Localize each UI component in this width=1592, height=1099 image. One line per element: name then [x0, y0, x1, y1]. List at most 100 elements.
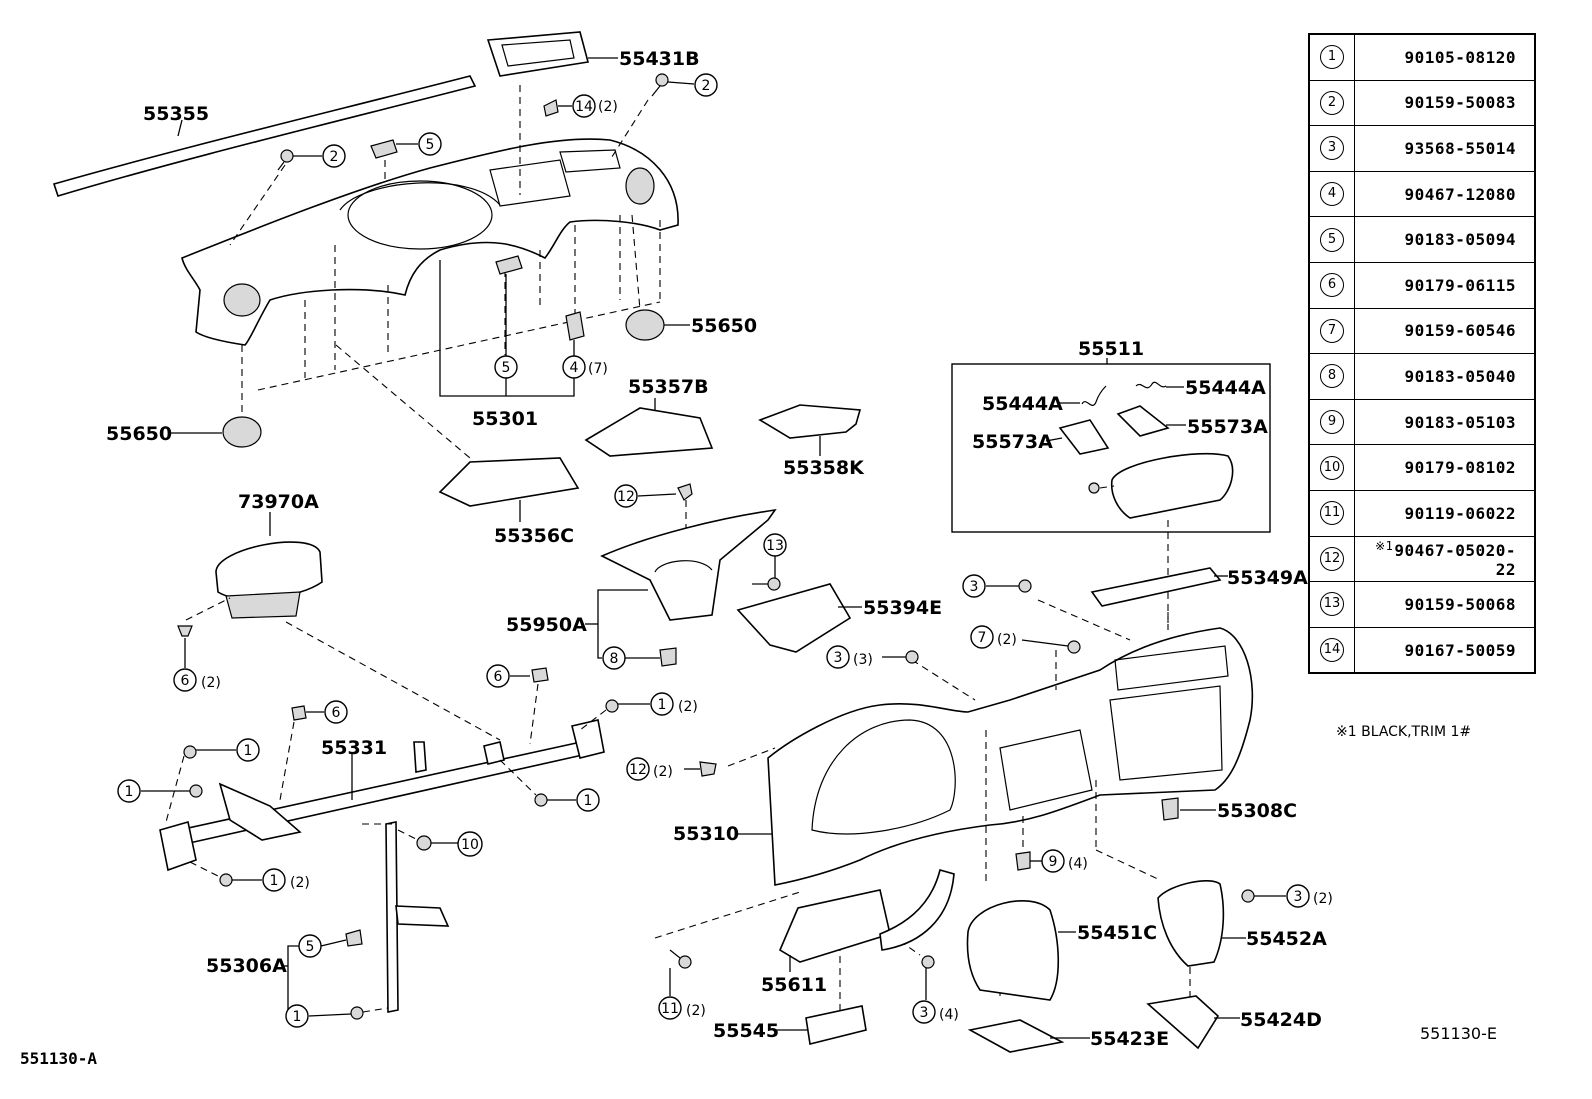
callout-55356C: 55356C — [494, 525, 574, 547]
ref-circle-3-c: 3 — [1294, 889, 1303, 905]
clip-4 — [565, 311, 585, 356]
part-55394E — [736, 583, 862, 653]
ref-circle-7: 7 — [978, 630, 987, 646]
bolt-1-b — [165, 745, 236, 823]
parts-table-number-cell: 9 — [1308, 398, 1355, 446]
ref-circle-8: 8 — [610, 651, 619, 667]
parts-table-number: 6 — [1320, 273, 1344, 298]
parts-table-part-number: 90179-06115 — [1404, 275, 1516, 295]
qty-3-d: (4) — [939, 1007, 959, 1023]
parts-table-number: 2 — [1320, 90, 1344, 115]
callout-55650-right: 55650 — [691, 315, 757, 337]
callout-55310: 55310 — [673, 823, 739, 845]
hinge-55573A-left — [1045, 419, 1110, 455]
hinge-55573A-right — [1116, 405, 1186, 437]
part-55349A — [1090, 567, 1228, 607]
parts-table-part-number: 90159-60546 — [1404, 321, 1516, 341]
bracket-55306A — [287, 945, 300, 1016]
part-73970A — [215, 512, 323, 619]
ref-circle-1-b: 1 — [244, 743, 253, 759]
spring-55444A-left — [1058, 385, 1107, 407]
part-55310-lower-panel — [738, 627, 1254, 886]
screw-3-a — [986, 579, 1032, 593]
bolt-1-a — [579, 699, 650, 731]
ref-circle-12-mid: 12 — [617, 489, 635, 505]
ref-circle-14-top: 14 — [575, 99, 593, 115]
screw-3-d — [921, 955, 935, 1000]
parts-table-part-cell: ※190467-05020-22 — [1354, 535, 1536, 583]
ref-circle-1-e: 1 — [270, 873, 279, 889]
callout-55423E: 55423E — [1090, 1028, 1169, 1050]
qty-1-e: (2) — [290, 875, 310, 891]
bolt-1-d — [499, 759, 576, 807]
parts-table-part-cell: 90183-05094 — [1354, 216, 1536, 263]
screw-3-c — [1241, 889, 1286, 903]
ref-circle-9: 9 — [1049, 854, 1058, 870]
ref-circle-6-mid: 6 — [494, 669, 503, 685]
part-55545 — [776, 1005, 867, 1045]
part-55355-strip — [52, 75, 477, 197]
ref-circle-13: 13 — [766, 538, 784, 554]
parts-table-part-number: 90159-50083 — [1404, 93, 1516, 113]
part-55423E — [967, 1019, 1090, 1053]
parts-table-part-cell: 90467-12080 — [1354, 170, 1536, 218]
ref-circle-12-low: 12 — [629, 762, 647, 778]
qty-7: (2) — [997, 632, 1017, 648]
parts-table-number: 12 — [1320, 546, 1344, 571]
parts-table-part-number: 90179-08102 — [1404, 458, 1516, 478]
callout-55650-left: 55650 — [106, 423, 172, 445]
bolt-2-right — [651, 73, 695, 97]
parts-table-number-cell: 12 — [1308, 535, 1355, 583]
footnote: ※1 BLACK,TRIM 1# — [1336, 724, 1472, 740]
part-55308C — [1161, 797, 1216, 821]
parts-table-number: 3 — [1320, 136, 1344, 161]
ref-circle-2-left: 2 — [330, 149, 339, 165]
parts-table-mark: ※1 — [1375, 538, 1394, 553]
nut-6-mid — [510, 667, 549, 745]
screw-3-b — [882, 650, 919, 664]
ref-circle-10: 10 — [461, 837, 479, 853]
parts-table-part-cell: 90179-08102 — [1354, 444, 1536, 491]
parts-table-part-cell: 90179-06115 — [1354, 261, 1536, 309]
part-55950A — [600, 508, 777, 667]
parts-table-part-number: 90119-06022 — [1404, 503, 1516, 523]
parts-table-part-number: 90183-05094 — [1404, 230, 1516, 250]
ref-circle-5-low: 5 — [306, 939, 315, 955]
parts-table-row: 5 90183-05094 — [1308, 216, 1536, 263]
callout-55394E: 55394E — [863, 597, 942, 619]
qty-6-left: (2) — [201, 675, 221, 691]
clip-9 — [1015, 851, 1042, 871]
part-55331-bar — [159, 719, 605, 872]
clip-12-low — [684, 761, 717, 777]
parts-table-number: 5 — [1320, 227, 1344, 252]
callout-55950A: 55950A — [506, 614, 587, 636]
parts-table-number-cell: 14 — [1308, 626, 1355, 674]
parts-table-row: 12 ※190467-05020-22 — [1308, 535, 1536, 583]
parts-table-part-number: 90183-05103 — [1404, 412, 1516, 432]
bolt-2-left — [277, 149, 322, 171]
part-55301-upper-panel — [181, 138, 679, 346]
parts-table-number: 9 — [1320, 410, 1344, 435]
parts-table-part-cell: 90183-05103 — [1354, 398, 1536, 446]
callout-73970A: 73970A — [238, 491, 319, 513]
dashed-leaders-top — [229, 85, 661, 459]
bolt-1-c — [141, 784, 203, 798]
parts-table-number-cell: 4 — [1308, 170, 1355, 218]
callout-55451C: 55451C — [1077, 922, 1157, 944]
clip-14-top — [543, 99, 572, 117]
ref-circle-1-a: 1 — [658, 697, 667, 713]
qty-1-a: (2) — [678, 699, 698, 715]
qty-3-b: (3) — [853, 652, 873, 668]
parts-table-part-number: 90167-50059 — [1404, 640, 1516, 660]
callout-55301: 55301 — [472, 408, 538, 430]
parts-table-part-cell: 90119-06022 — [1354, 489, 1536, 537]
callout-55424D: 55424D — [1240, 1009, 1322, 1031]
part-55306A-bracket — [345, 821, 450, 1013]
parts-table-number-cell: 5 — [1308, 216, 1355, 263]
